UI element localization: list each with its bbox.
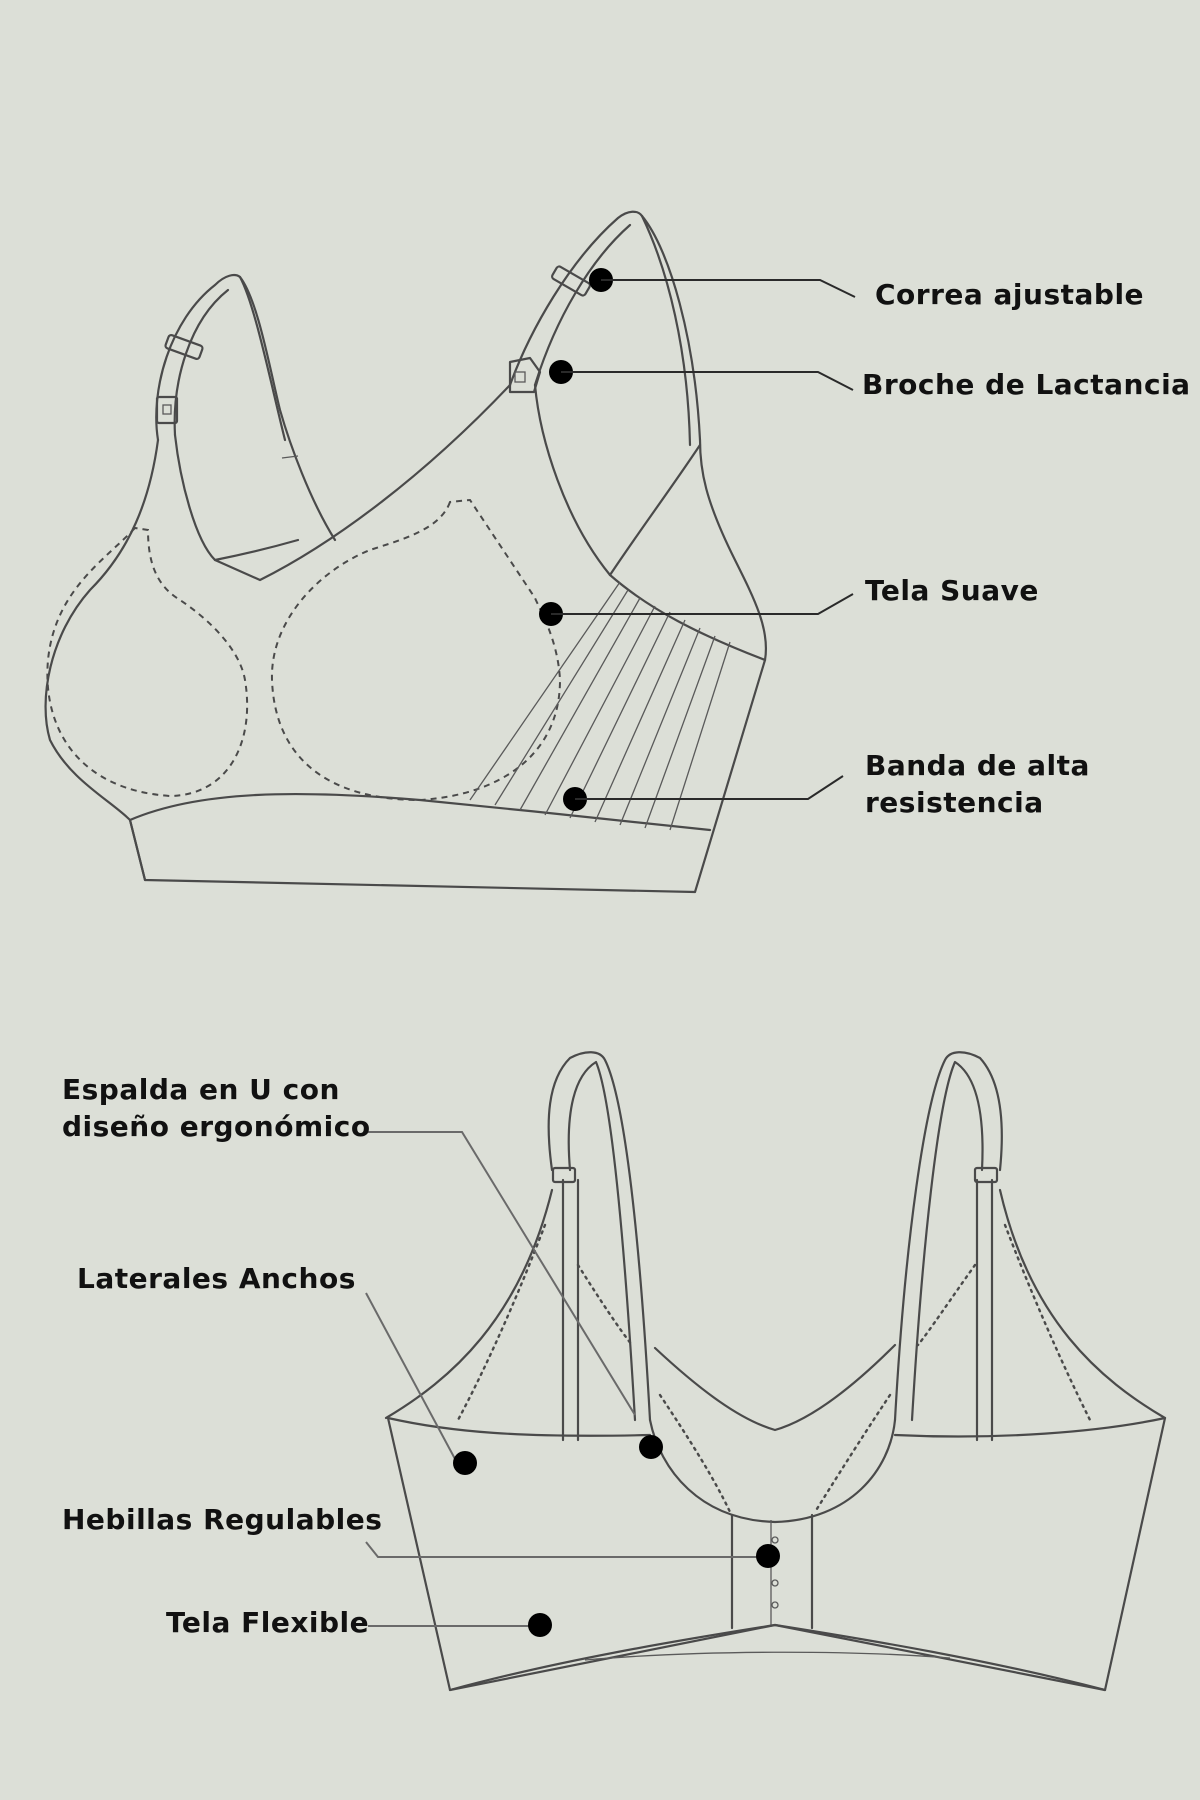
- label-espalda-line1: Espalda en U con: [62, 1073, 340, 1106]
- back-right-strap: [893, 1051, 1003, 1422]
- front-view-illustration: [44, 210, 767, 894]
- label-hebillas-regulables: Hebillas Regulables: [62, 1503, 383, 1536]
- left-cup-seam: [46, 526, 249, 798]
- label-espalda-en-u: Espalda en U con diseño ergonómico: [62, 1071, 371, 1145]
- front-callout-leaders: [539, 268, 856, 811]
- marker-tela-flexible: [528, 1613, 552, 1637]
- left-strap: [155, 274, 337, 542]
- label-banda-de-alta-resistencia: Banda de alta resistencia: [865, 747, 1090, 821]
- marker-laterales: [453, 1451, 477, 1475]
- label-tela-suave: Tela Suave: [865, 574, 1039, 607]
- back-view-illustration: [384, 1051, 1167, 1692]
- right-cup-seam: [270, 498, 562, 802]
- label-correa-ajustable: Correa ajustable: [875, 278, 1145, 311]
- back-right-buckle: [973, 1166, 999, 1184]
- right-strap-slider: [551, 265, 591, 297]
- left-strap-slider: [164, 334, 204, 360]
- right-strap: [508, 210, 702, 442]
- ribbed-band: [469, 581, 731, 831]
- back-left-buckle: [551, 1166, 577, 1184]
- label-tela-flexible: Tela Flexible: [166, 1606, 370, 1639]
- right-nursing-clip: [508, 356, 542, 394]
- label-banda-line1: Banda de alta: [865, 749, 1090, 782]
- marker-espalda: [639, 1435, 663, 1459]
- back-body-outline: [384, 1188, 1167, 1692]
- left-nursing-clip: [155, 395, 179, 425]
- hook-eye-panel: [730, 1513, 814, 1630]
- label-espalda-line2: diseño ergonómico: [62, 1110, 371, 1143]
- back-callout-leaders: [365, 1131, 780, 1637]
- front-body-outline: [44, 438, 767, 894]
- label-banda-line2: resistencia: [865, 786, 1044, 819]
- marker-hebillas: [756, 1544, 780, 1568]
- back-left-strap: [547, 1051, 652, 1422]
- label-laterales-anchos: Laterales Anchos: [77, 1262, 356, 1295]
- label-broche-de-lactancia: Broche de Lactancia: [862, 368, 1191, 401]
- u-back-curve: [653, 1343, 897, 1432]
